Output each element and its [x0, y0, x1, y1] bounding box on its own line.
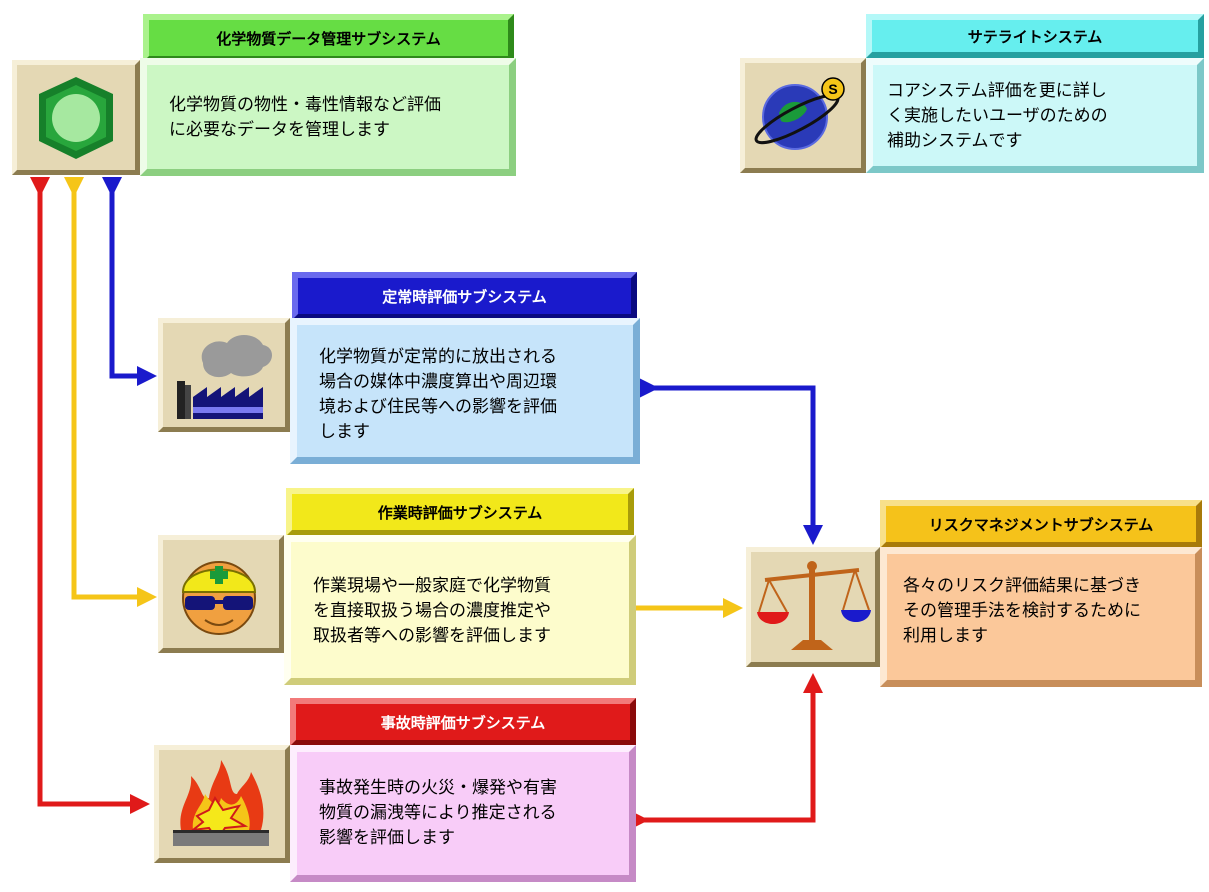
arrow-chem-accident	[30, 177, 151, 814]
risk-desc: 各々のリスク評価結果に基づき その管理手法を検討するために 利用します	[880, 547, 1202, 687]
globe-satellite-icon: S	[754, 77, 845, 150]
desc-line: 事故発生時の火災・爆発や有害	[319, 778, 557, 798]
risk-title[interactable]: リスクマネジメントサブシステム	[880, 500, 1202, 548]
desc-line: します	[319, 422, 370, 442]
accident-title[interactable]: 事故時評価サブシステム	[290, 698, 636, 746]
accident-icon-tile[interactable]	[154, 745, 290, 863]
satellite-title[interactable]: サテライトシステム	[866, 14, 1204, 58]
desc-line: く実施したいユーザのための	[887, 106, 1108, 126]
chem-data-icon-tile[interactable]	[12, 60, 140, 175]
satellite-desc: コアシステム評価を更に詳し く実施したいユーザのための 補助システムです	[866, 58, 1204, 173]
desc-line: 化学物質の物性・毒性情報など評価	[169, 95, 441, 115]
desc-line: 作業現場や一般家庭で化学物質	[313, 576, 551, 596]
normal-desc: 化学物質が定常的に放出される 場合の媒体中濃度算出や周辺環 境および住民等への影…	[290, 318, 640, 464]
accident-desc: 事故発生時の火災・爆発や有害 物質の漏洩等により推定される 影響を評価します	[290, 745, 636, 882]
satellite-icon-tile[interactable]: S	[740, 58, 866, 173]
desc-line: 補助システムです	[887, 131, 1023, 151]
worker-helmet-icon	[181, 561, 257, 635]
factory-icon	[177, 334, 272, 419]
desc-line: コアシステム評価を更に詳し	[887, 81, 1107, 101]
desc-line: 各々のリスク評価結果に基づき	[903, 576, 1141, 596]
balance-scale-icon	[757, 561, 871, 650]
work-desc: 作業現場や一般家庭で化学物質 を直接取扱う場合の濃度推定や 取扱者等への影響を評…	[284, 535, 636, 685]
work-title[interactable]: 作業時評価サブシステム	[286, 488, 634, 536]
desc-line: 影響を評価します	[319, 828, 455, 848]
desc-line: 化学物質が定常的に放出される	[319, 347, 557, 367]
hexagon-icon	[39, 77, 113, 159]
normal-icon-tile[interactable]	[158, 318, 290, 432]
desc-line: 取扱者等への影響を評価します	[313, 626, 551, 646]
arrow-chem-normal	[102, 177, 158, 386]
fire-explosion-icon	[173, 760, 269, 846]
svg-text:S: S	[828, 81, 837, 97]
desc-line: 境および住民等への影響を評価	[319, 397, 557, 417]
arrow-accident-risk	[629, 672, 823, 830]
desc-line: を直接取扱う場合の濃度推定や	[313, 601, 551, 621]
normal-title[interactable]: 定常時評価サブシステム	[292, 272, 637, 320]
desc-line: 利用します	[903, 626, 988, 646]
work-icon-tile[interactable]	[158, 535, 284, 653]
risk-icon-tile[interactable]	[746, 547, 880, 667]
chem-data-desc: 化学物質の物性・毒性情報など評価 に必要なデータを管理します	[140, 58, 516, 176]
desc-line: 場合の媒体中濃度算出や周辺環	[319, 372, 557, 392]
desc-line: 物質の漏洩等により推定される	[319, 803, 557, 823]
arrow-normal-risk	[639, 378, 823, 546]
desc-line: に必要なデータを管理します	[169, 120, 390, 140]
desc-line: その管理手法を検討するために	[903, 601, 1141, 621]
chem-data-title[interactable]: 化学物質データ管理サブシステム	[143, 14, 514, 62]
